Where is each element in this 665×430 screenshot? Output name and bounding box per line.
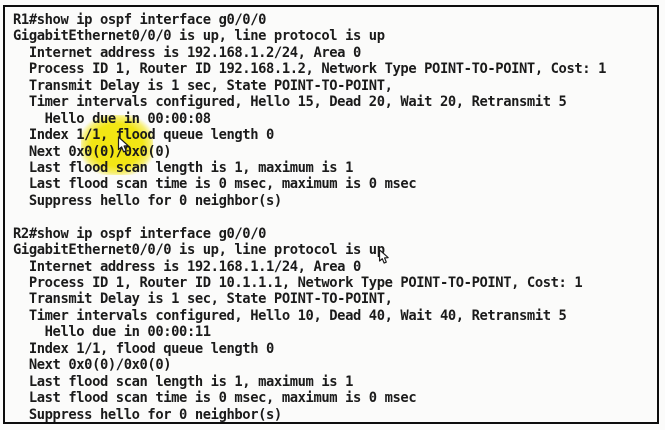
terminal-line: R2#show ip ospf interface g0/0/0	[13, 225, 267, 242]
terminal-line: Transmit Delay is 1 sec, State POINT-TO-…	[13, 291, 393, 308]
terminal-line: Next 0x0(0)/0x0(0)	[13, 143, 172, 160]
terminal-line: Timer intervals configured, Hello 15, De…	[13, 94, 567, 111]
terminal-line: Transmit Delay is 1 sec, State POINT-TO-…	[13, 77, 393, 94]
terminal-line: Suppress hello for 0 neighbor(s)	[13, 406, 282, 423]
terminal-line: Last flood scan length is 1, maximum is …	[13, 159, 354, 176]
terminal-line: Suppress hello for 0 neighbor(s)	[13, 192, 282, 209]
terminal-line: GigabitEthernet0/0/0 is up, line protoco…	[13, 28, 385, 45]
terminal-line: Hello due in 00:00:11	[13, 324, 211, 341]
terminal-line: Index 1/1, flood queue length 0	[13, 340, 275, 357]
terminal-line: Timer intervals configured, Hello 10, De…	[13, 307, 567, 324]
terminal-line: Last flood scan time is 0 msec, maximum …	[13, 390, 417, 407]
terminal-line: Internet address is 192.168.1.1/24, Area…	[13, 258, 361, 275]
terminal-line: R1#show ip ospf interface g0/0/0	[13, 12, 267, 28]
terminal-line: Last flood scan time is 0 msec, maximum …	[13, 176, 417, 193]
terminal-line: Process ID 1, Router ID 10.1.1.1, Networ…	[13, 275, 583, 291]
terminal-line: Process ID 1, Router ID 192.168.1.2, Net…	[13, 61, 607, 78]
terminal-line: Internet address is 192.168.1.2/24, Area…	[13, 44, 361, 61]
terminal-line	[13, 209, 655, 225]
terminal-line: Hello due in 00:00:08	[13, 110, 211, 127]
terminal-line: Next 0x0(0)/0x0(0)	[13, 357, 172, 374]
terminal-line: GigabitEthernet0/0/0 is up, line protoco…	[13, 242, 385, 259]
terminal-line: Last flood scan length is 1, maximum is …	[13, 373, 354, 390]
terminal-line: Index 1/1, flood queue length 0	[13, 127, 275, 144]
